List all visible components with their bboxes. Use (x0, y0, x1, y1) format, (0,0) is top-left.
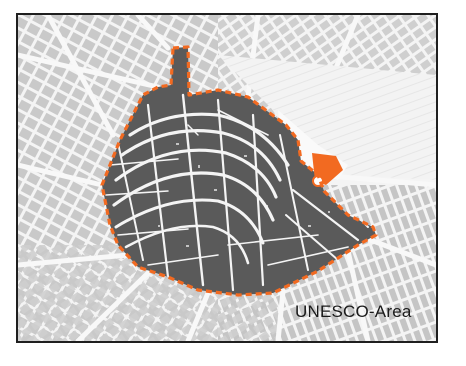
unesco-boundary (100, 45, 378, 297)
unesco-area-label: UNESCO-Area (295, 302, 412, 321)
map-frame: UNESCO-Area (16, 13, 438, 343)
city-map (18, 15, 436, 341)
